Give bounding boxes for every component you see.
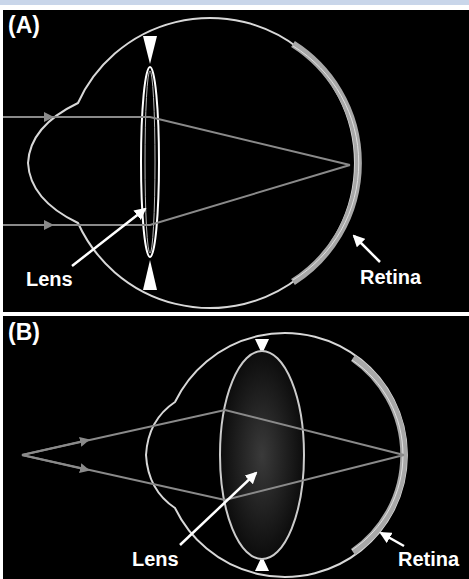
panel-a xyxy=(3,10,469,312)
retina-edge xyxy=(293,46,359,280)
panel-letter: (B) xyxy=(8,320,40,345)
eyeball-outline xyxy=(28,18,355,308)
panel-letter: (A) xyxy=(8,13,40,38)
panel-b xyxy=(3,316,469,579)
ray-arrow xyxy=(3,224,52,226)
ray-arrow xyxy=(3,116,52,118)
part-label: Retina xyxy=(398,548,459,570)
retina-layer xyxy=(353,358,404,552)
top-rule xyxy=(0,0,469,5)
leader-arrow xyxy=(72,209,145,266)
retina-layer xyxy=(293,44,358,282)
ray-arrow xyxy=(22,440,88,455)
ray-arrow xyxy=(22,455,88,470)
retina-edge xyxy=(352,360,403,550)
thick-lens xyxy=(220,351,304,559)
iris xyxy=(143,36,157,64)
light-ray xyxy=(22,410,404,500)
eyeball-outline xyxy=(146,333,407,577)
thin-lens xyxy=(141,67,159,257)
leader-arrow xyxy=(180,473,256,545)
part-label: Lens xyxy=(132,548,179,570)
leader-arrow xyxy=(354,236,380,262)
leader-arrow xyxy=(381,533,404,546)
part-label: Lens xyxy=(26,268,73,290)
light-ray xyxy=(3,117,350,225)
iris xyxy=(143,260,157,290)
part-label: Retina xyxy=(360,266,421,288)
